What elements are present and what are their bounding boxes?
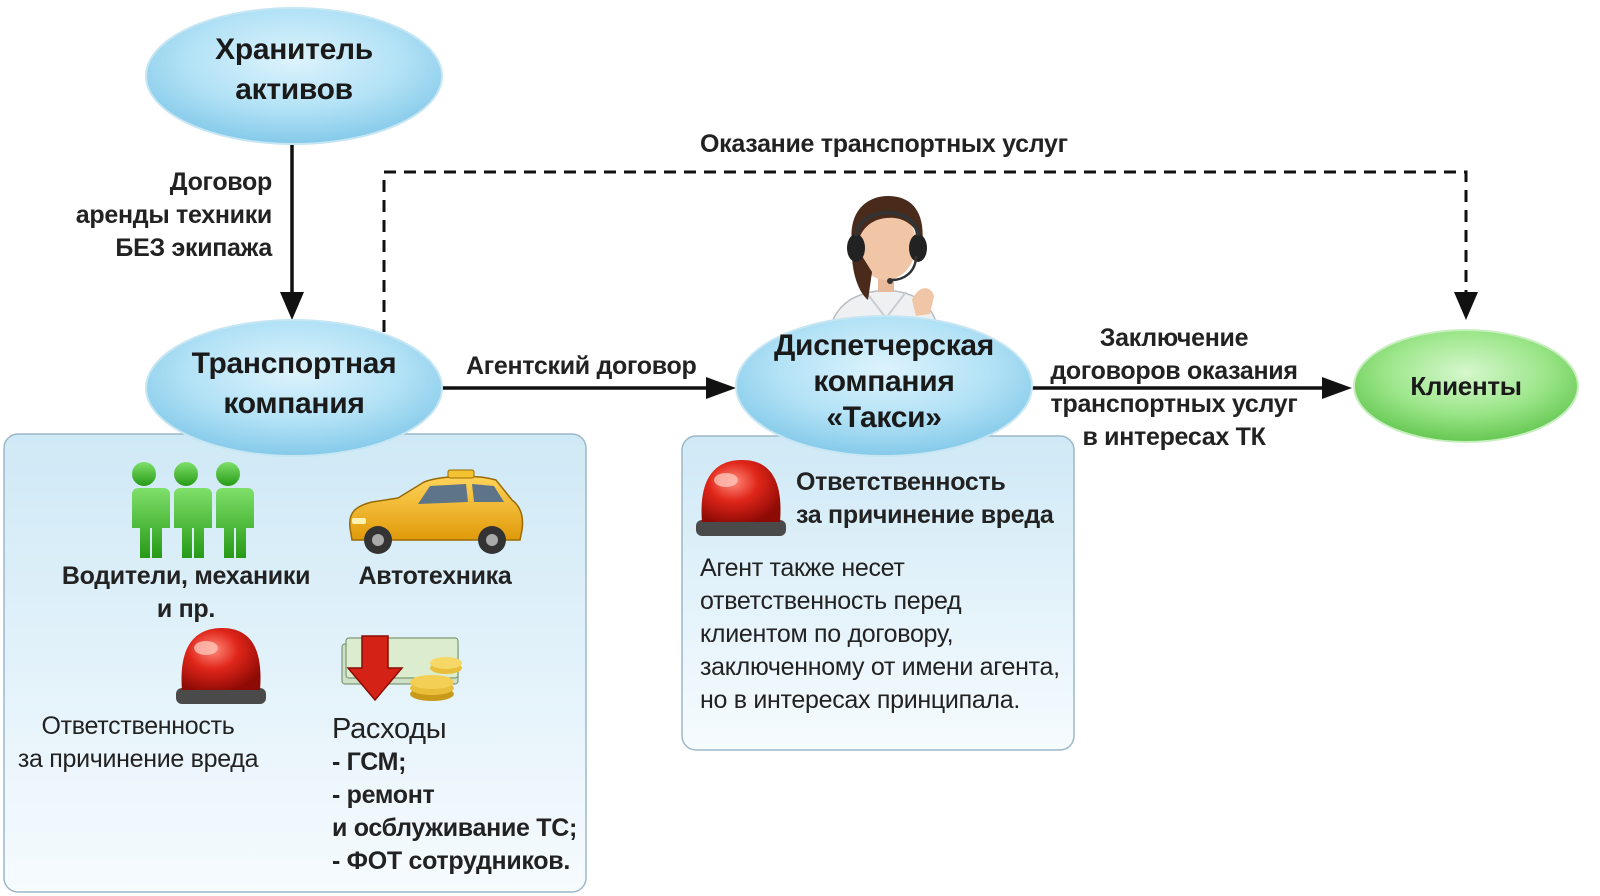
lease-line-3: БЕЗ экипажа	[115, 234, 272, 262]
contracts-label: Заключение договоров оказания транспортн…	[1044, 322, 1304, 454]
agent-note-line: Агент также несет	[700, 554, 905, 582]
node-transport-company	[145, 319, 443, 457]
expenses-block: Расходы - ГСМ; - ремонт и осблуживание Т…	[332, 712, 582, 878]
right-liability-line-1: Ответственность	[796, 468, 1006, 496]
lease-line-2: аренды техники	[75, 201, 273, 229]
siren-icon	[176, 628, 266, 704]
siren-icon	[696, 460, 786, 536]
node-custodian	[145, 7, 443, 145]
people-icon	[124, 462, 254, 558]
agency-contract-label: Агентский договор	[466, 352, 697, 380]
contracts-line-3: транспортных услуг	[1050, 390, 1298, 418]
right-liability-label: Ответственность за причинение вреда	[796, 466, 1066, 532]
contracts-line-4: в интересах ТК	[1082, 423, 1266, 451]
expenses-item: - ремонт	[332, 781, 435, 809]
staff-line-2: и пр.	[156, 595, 216, 623]
node-clients-label: Клиенты	[1410, 371, 1522, 401]
expenses-item: - ФОТ сотрудников.	[332, 847, 570, 875]
node-custodian-line-2: активов	[235, 73, 353, 106]
contracts-line-1: Заключение	[1099, 324, 1249, 352]
node-custodian-label: Хранитель активов	[174, 30, 414, 110]
node-dispatch-line-1: Диспетчерская	[773, 329, 995, 362]
node-transport-label: Транспортная компания	[164, 344, 424, 424]
contracts-line-2: договоров оказания	[1050, 357, 1298, 385]
staff-line-1: Водители, механики	[61, 562, 311, 590]
agent-note-line: ответственность перед	[700, 587, 962, 615]
taxi-car-icon	[348, 469, 524, 554]
agent-note-line: заключенному от имени агента,	[700, 653, 1060, 681]
agent-note: Агент также несет ответственность перед …	[700, 552, 1070, 717]
expenses-title: Расходы	[332, 713, 447, 745]
services-label: Оказание транспортных услуг	[700, 130, 1068, 158]
staff-label: Водители, механики и пр.	[56, 560, 316, 626]
node-transport-line-1: Транспортная	[191, 347, 397, 380]
node-dispatch-line-2: компания	[813, 365, 955, 398]
lease-line-1: Договор	[169, 168, 273, 196]
expenses-item: и осблуживание ТС;	[332, 814, 578, 842]
expenses-item: - ГСМ;	[332, 748, 407, 776]
left-liability-line-2: за причинение вреда	[17, 745, 259, 773]
left-liability-label: Ответственность за причинение вреда	[8, 710, 268, 776]
node-dispatch-label: Диспетчерская компания «Такси»	[754, 328, 1014, 436]
lease-contract-label: Договор аренды техники БЕЗ экипажа	[40, 166, 273, 265]
agent-note-line: но в интересах принципала.	[700, 686, 1020, 714]
left-liability-line-1: Ответственность	[41, 712, 235, 740]
node-transport-line-2: компания	[223, 387, 365, 420]
node-clients	[1353, 329, 1579, 443]
services-dashed-arrow	[382, 170, 1468, 332]
node-custodian-line-1: Хранитель	[215, 33, 373, 66]
node-dispatch-company	[735, 315, 1033, 457]
vehicles-label: Автотехника	[358, 562, 512, 590]
expenses-icon	[341, 635, 462, 702]
node-dispatch-line-3: «Такси»	[826, 401, 942, 434]
agent-note-line: клиентом по договору,	[700, 620, 954, 648]
right-liability-line-2: за причинение вреда	[796, 501, 1054, 529]
